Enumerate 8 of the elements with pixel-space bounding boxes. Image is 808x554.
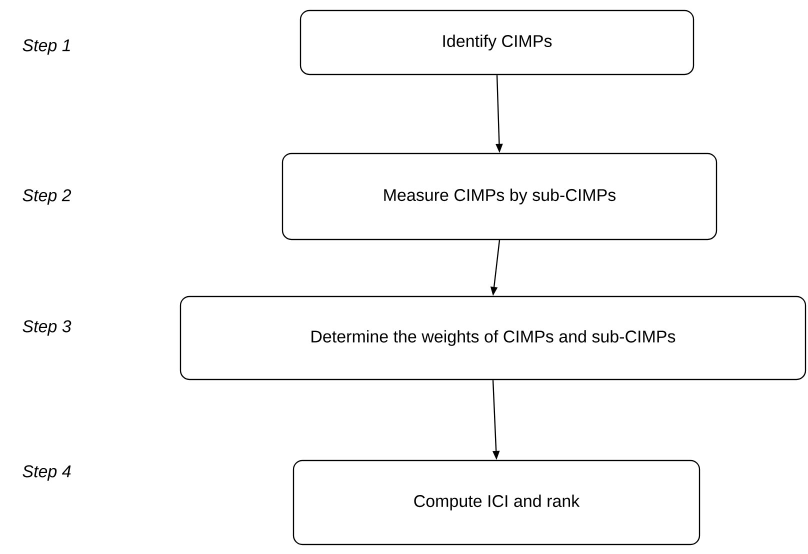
process-box: Determine the weights of CIMPs and sub-CIMPs [180, 296, 806, 380]
step-label: Step 3 [22, 320, 72, 336]
process-box: Compute ICI and rank [292, 460, 700, 546]
process-box: Measure CIMPs by sub-CIMPs [282, 152, 718, 240]
step-label: Step 1 [22, 39, 70, 55]
step-label: Step 2 [22, 189, 72, 205]
step-label: Step 4 [22, 465, 71, 481]
process-box: Identify CIMPs [300, 10, 694, 76]
